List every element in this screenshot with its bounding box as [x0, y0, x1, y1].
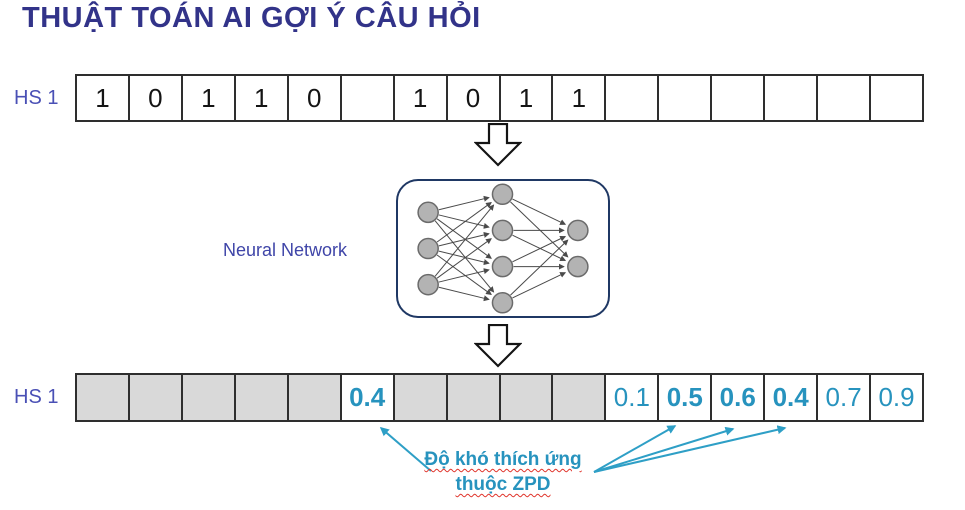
output-cell-11: 0.1 [606, 375, 660, 420]
input-cell-15 [818, 76, 872, 120]
input-cell-16 [871, 76, 922, 120]
output-row-label: HS 1 [14, 386, 59, 408]
annotation-arrow-to-cell12 [593, 425, 677, 473]
neural-network-box [396, 179, 610, 318]
annotation-arrow-to-cell14 [593, 425, 787, 473]
output-cell-8 [447, 375, 501, 420]
annotation-arrow-to-cell13 [593, 426, 735, 473]
input-cell-8: 0 [447, 76, 501, 120]
output-cell-12: 0.5 [659, 375, 713, 420]
input-cell-13 [712, 76, 766, 120]
input-cell-12 [659, 76, 713, 120]
neural-network-label: Neural Network [222, 240, 348, 260]
output-cell-15: 0.7 [818, 375, 872, 420]
zpd-annotation-line1: Độ khó thích ứng [424, 449, 582, 470]
input-cell-10: 1 [553, 76, 607, 120]
output-cell-1 [77, 375, 130, 420]
input-cell-1: 1 [77, 76, 130, 120]
output-cell-5 [288, 375, 342, 420]
page-title: THUẬT TOÁN AI GỢI Ý CÂU HỎI [22, 2, 481, 34]
output-cell-7 [394, 375, 448, 420]
output-cell-16: 0.9 [871, 375, 922, 420]
zpd-annotation-line2: thuộc ZPD [455, 474, 551, 495]
input-cell-5: 0 [288, 76, 342, 120]
output-cell-13: 0.6 [712, 375, 766, 420]
input-cell-11 [606, 76, 660, 120]
down-arrow-icon [474, 123, 522, 167]
input-cell-6 [341, 76, 395, 120]
output-cell-6: 0.4 [341, 375, 395, 420]
input-cell-3: 1 [182, 76, 236, 120]
input-cell-2: 0 [129, 76, 183, 120]
output-cell-3 [182, 375, 236, 420]
output-cell-9 [500, 375, 554, 420]
neural-network-diagram-icon [417, 183, 589, 314]
output-cell-14: 0.4 [765, 375, 819, 420]
input-cell-7: 1 [394, 76, 448, 120]
input-row-label: HS 1 [14, 87, 59, 109]
down-arrow-icon [474, 324, 522, 368]
output-cell-2 [129, 375, 183, 420]
zpd-annotation: Độ khó thích ứng thuộc ZPD [413, 447, 593, 497]
output-cell-4 [235, 375, 289, 420]
input-cell-9: 1 [500, 76, 554, 120]
output-cell-10 [553, 375, 607, 420]
input-cell-14 [765, 76, 819, 120]
input-cell-4: 1 [235, 76, 289, 120]
